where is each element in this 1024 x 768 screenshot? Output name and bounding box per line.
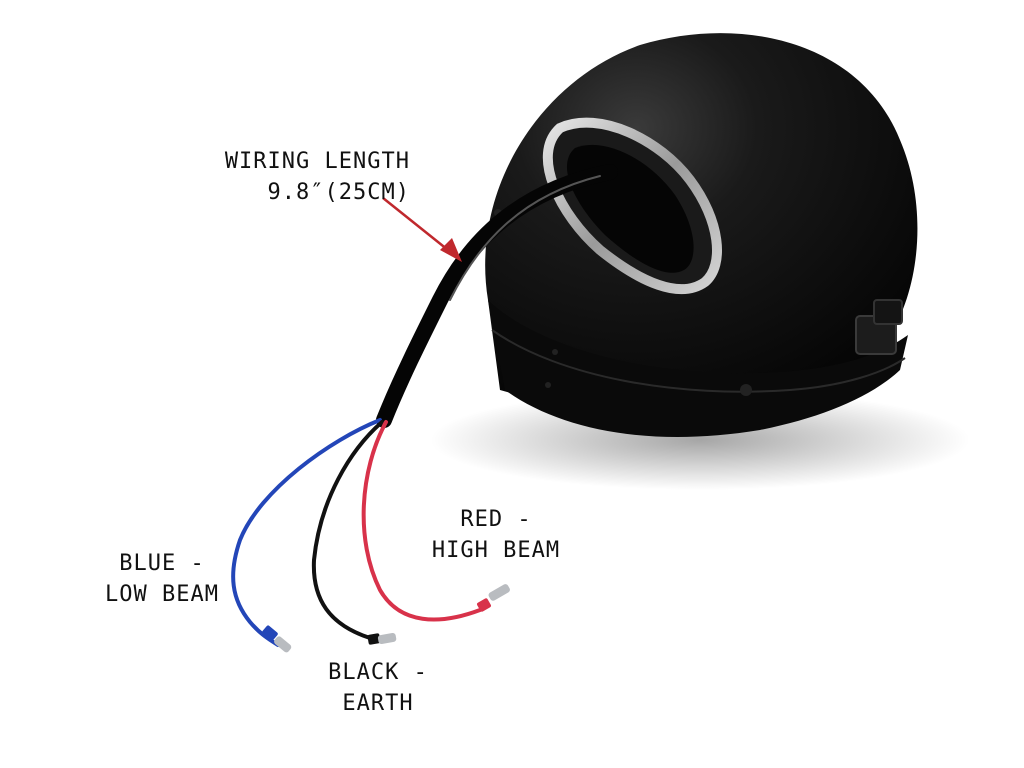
blue-wire-label: BLUE - LOW BEAM [92, 548, 232, 610]
blue-wire-label-line2: LOW BEAM [105, 582, 219, 607]
screw-dot [545, 382, 551, 388]
cable-sheath [376, 164, 618, 428]
red-wire-label-line2: HIGH BEAM [431, 538, 561, 563]
pointer-arrow [382, 197, 462, 262]
blue-wire-label-line1: BLUE - [119, 551, 205, 576]
terminal-red [477, 584, 510, 612]
red-wire-label: RED - HIGH BEAM [416, 504, 576, 566]
rim-seam [491, 329, 906, 393]
black-wire-label: BLACK - EARTH [308, 657, 448, 719]
headlight-housing [485, 33, 918, 437]
bolt-head [873, 299, 903, 325]
wiring-length-line1: WIRING LENGTH [224, 149, 410, 174]
red-wire-label-line1: RED - [460, 507, 532, 532]
blue-wire [231, 418, 382, 647]
black-wire [311, 420, 384, 640]
black-wire-label-line2: EARTH [342, 691, 414, 716]
cable-highlight [449, 175, 601, 301]
terminal-black [367, 632, 397, 645]
housing-rim [488, 300, 908, 437]
wiring-length-line2: 9.8″(25CM) [267, 180, 410, 205]
screw-dot [552, 349, 558, 355]
black-wire-label-line1: BLACK - [328, 660, 428, 685]
screw-dot [740, 384, 752, 396]
terminal-blue [262, 625, 292, 653]
red-wire [361, 420, 482, 622]
wiring-length-label: WIRING LENGTH 9.8″(25CM) [188, 146, 410, 208]
